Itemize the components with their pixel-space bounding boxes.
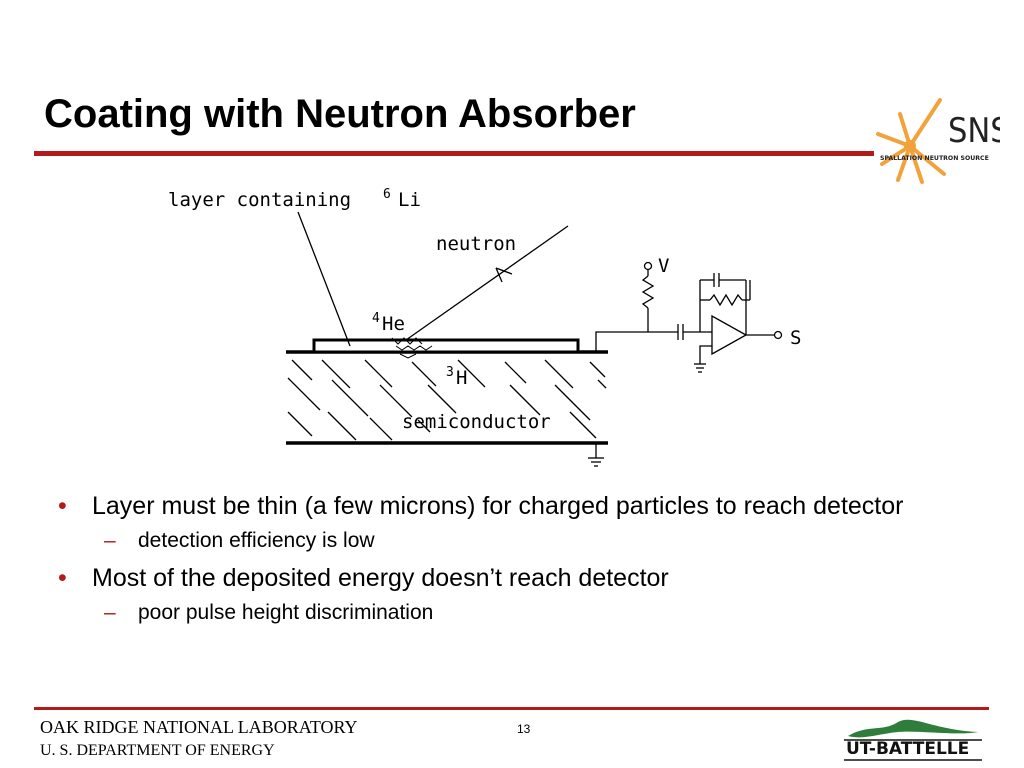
voltage-label: V (658, 255, 669, 277)
neutron-arrow-icon (495, 267, 513, 283)
amplifier-ground-icon (694, 363, 706, 373)
semiconductor-hatching (287, 359, 607, 441)
sns-logo-text: SNS (948, 111, 1000, 151)
bullet-dot-icon: • (58, 492, 67, 520)
neutron-path (405, 225, 569, 341)
bullet-text: Most of the deposited energy doesn’t rea… (92, 564, 669, 592)
footer-line-1: OAK RIDGE NATIONAL LABORATORY (40, 717, 358, 737)
layer-pointer-line (297, 211, 351, 347)
li-symbol: Li (398, 189, 421, 211)
ut-battelle-logo: UT-BATTELLE (844, 719, 982, 761)
mountain-icon (848, 719, 978, 738)
h-symbol: H (456, 367, 467, 389)
sub-bullet-item: – detection efficiency is low (58, 526, 958, 556)
layer-label: layer containing (168, 189, 351, 211)
ut-logo-text: UT-BATTELLE (846, 739, 969, 759)
neutron-label: neutron (436, 233, 516, 255)
footer-institution: OAK RIDGE NATIONAL LABORATORY U. S. DEPA… (40, 716, 358, 762)
slide-title: Coating with Neutron Absorber (44, 92, 636, 136)
lithium-layer (312, 338, 580, 354)
sns-logo: SNS SPALLATION NEUTRON SOURCE (876, 98, 1000, 184)
sub-bullet-text: detection efficiency is low (138, 529, 375, 552)
sns-sun-core (904, 140, 916, 152)
sns-logo-subtitle: SPALLATION NEUTRON SOURCE (880, 155, 989, 162)
semiconductor-label: semiconductor (402, 411, 551, 433)
sub-bullet-dash-icon: – (104, 529, 116, 552)
sub-bullet-item: – poor pulse height discrimination (58, 598, 958, 628)
readout-circuit (595, 261, 783, 364)
li-superscript: 6 (383, 187, 391, 202)
bullet-list: • Layer must be thin (a few microns) for… (58, 490, 958, 634)
reaction-products-icon (391, 337, 433, 359)
bullet-item: • Layer must be thin (a few microns) for… (58, 490, 958, 522)
title-divider (34, 151, 874, 156)
he-symbol: He (382, 313, 405, 335)
he-superscript: 4 (372, 311, 380, 326)
bullet-dot-icon: • (58, 564, 67, 592)
sub-bullet-dash-icon: – (104, 601, 116, 624)
h-superscript: 3 (446, 365, 454, 380)
page-number: 13 (517, 722, 531, 736)
amplifier-icon (711, 314, 748, 356)
neutron-detector-diagram: layer containing 6 Li neutron 4 He 3 H s… (168, 187, 801, 467)
ground-icon (588, 457, 604, 467)
bullet-text: Layer must be thin (a few microns) for c… (92, 492, 904, 520)
bias-resistor-icon (641, 275, 655, 309)
footer-line-2: U. S. DEPARTMENT OF ENERGY (40, 742, 275, 759)
bullet-item: • Most of the deposited energy doesn’t r… (58, 562, 958, 594)
signal-label: S (790, 327, 801, 349)
footer-divider (34, 707, 989, 710)
sub-bullet-text: poor pulse height discrimination (138, 601, 434, 624)
